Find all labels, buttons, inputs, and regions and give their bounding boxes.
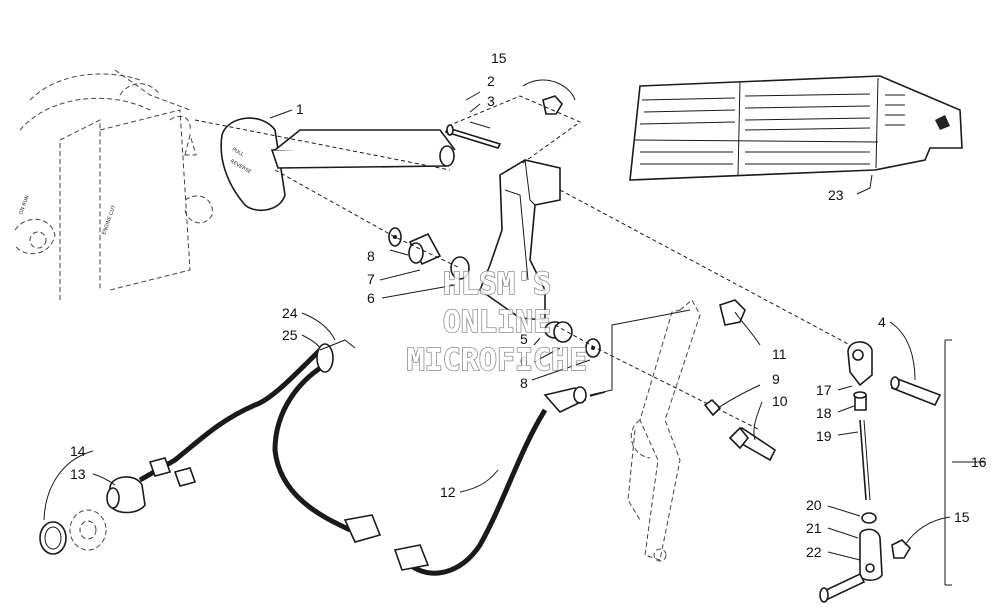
callout-10: 10 [772, 393, 788, 409]
rod-assembly [819, 339, 952, 603]
callout-15-top: 15 [491, 50, 507, 66]
callout-16: 16 [971, 454, 987, 470]
watermark: HLSM'S ONLINE MICROFICHE [406, 266, 588, 379]
callout-11: 11 [772, 346, 787, 362]
centerline [194, 119, 851, 346]
ghost-frame: ENGINE CUT ON RUN [14, 69, 213, 300]
callout-6-top: 6 [367, 290, 375, 306]
callout-3: 3 [487, 93, 495, 109]
watermark-line-1: HLSM'S [443, 267, 551, 302]
callout-2: 2 [487, 73, 495, 89]
callout-8-bottom: 8 [520, 375, 528, 391]
bushings [388, 227, 601, 358]
callout-19: 19 [816, 428, 832, 444]
callout-18: 18 [816, 405, 832, 421]
callout-17: 17 [816, 382, 832, 398]
svg-text:PULL: PULL [231, 147, 245, 158]
callout-7: 7 [367, 271, 375, 287]
callout-15-bottom: 15 [954, 509, 970, 525]
leader-lines [43, 79, 985, 561]
shift-arm-ghost [627, 299, 746, 562]
watermark-line-2: ONLINE [443, 305, 551, 340]
centerline-2 [274, 169, 461, 269]
callout-9: 9 [772, 371, 780, 387]
callout-8-top: 8 [367, 248, 375, 264]
svg-text:ENGINE CUT: ENGINE CUT [101, 204, 118, 236]
callout-22: 22 [806, 544, 822, 560]
bolt-10 [703, 398, 777, 462]
pivot-bracket [479, 159, 566, 339]
callout-12: 12 [440, 484, 456, 500]
callout-5: 5 [520, 331, 528, 347]
warning-decal [629, 75, 963, 181]
callout-25: 25 [282, 327, 298, 343]
wiring-harness [39, 339, 606, 576]
callout-labels: 1 2 3 15 23 8 7 6 5 6 8 24 25 11 9 10 4 … [70, 50, 987, 560]
pin-and-nut [444, 95, 582, 166]
callout-21: 21 [806, 520, 822, 536]
callout-23: 23 [828, 187, 844, 203]
callout-13: 13 [70, 466, 86, 482]
callout-6-bottom: 6 [520, 353, 528, 369]
callout-14: 14 [70, 443, 86, 459]
svg-text:ON RUN: ON RUN [18, 194, 31, 215]
watermark-line-3: MICROFICHE [407, 343, 588, 378]
callout-1: 1 [296, 101, 304, 117]
callout-20: 20 [806, 497, 822, 513]
reverse-lever: PULL REVERSE [220, 117, 456, 212]
callout-24: 24 [282, 305, 298, 321]
callout-4: 4 [878, 314, 886, 330]
